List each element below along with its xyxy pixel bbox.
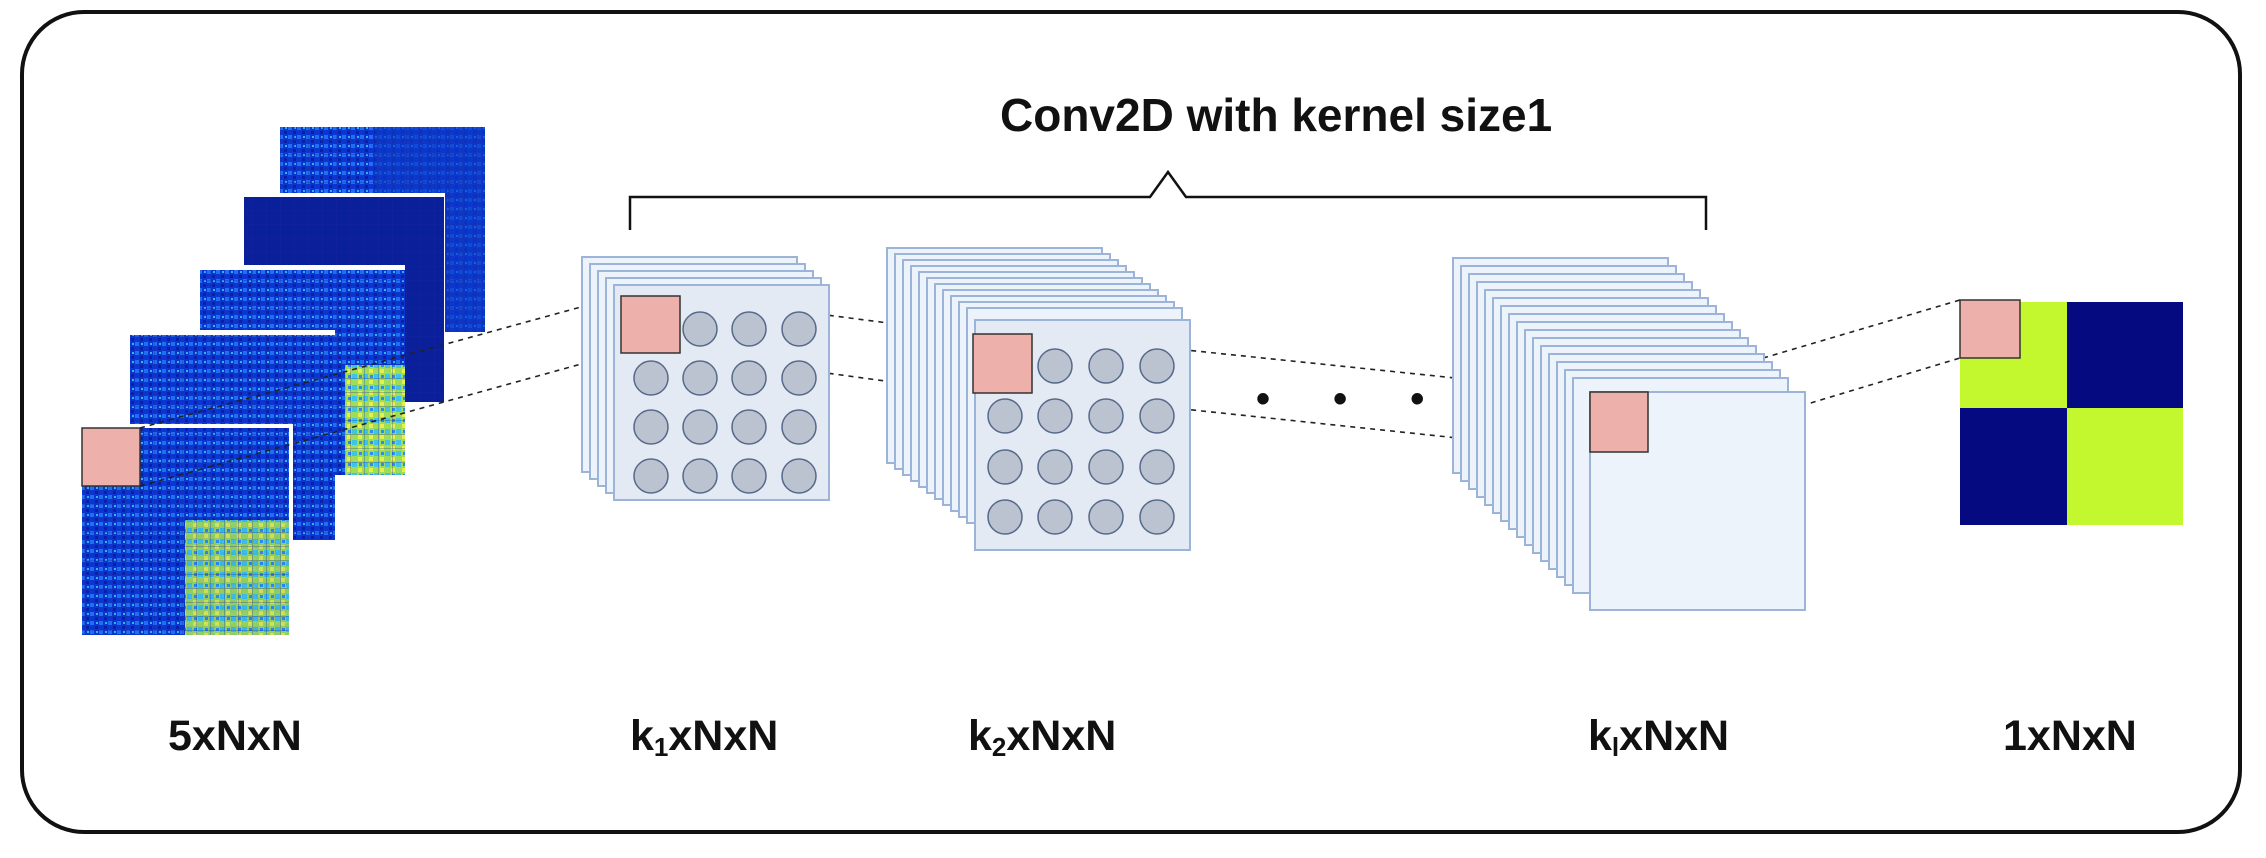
layer-1-stack (581, 256, 830, 501)
layer-l-pixel-highlight (1589, 391, 1649, 453)
output-map (1959, 299, 2183, 525)
output-pixel-highlight (1959, 299, 2021, 359)
heatmap-1 (78, 424, 293, 639)
ellipsis: • • • (1256, 377, 1450, 421)
layer-2-stack (886, 247, 1191, 551)
input-pixel-highlight (81, 427, 141, 487)
label-layer-1: k1xNxN (630, 712, 779, 762)
label-layer-2: k2xNxN (968, 712, 1117, 762)
label-input: 5xNxN (168, 712, 302, 760)
label-output: 1xNxN (2003, 712, 2137, 760)
layer-l-stack (1452, 257, 1806, 611)
diagram-frame (20, 10, 2242, 834)
layer-1-pixel-highlight (620, 295, 681, 354)
layer-2-pixel-highlight (972, 333, 1033, 394)
layer-2-neurons (987, 348, 1175, 535)
brace-icon (628, 169, 1708, 230)
layer-1-neurons (633, 311, 817, 494)
input-heatmap-stack (78, 127, 485, 639)
label-layer-l: klxNxN (1588, 712, 1730, 762)
diagram-title: Conv2D with kernel size1 (1000, 89, 1553, 141)
